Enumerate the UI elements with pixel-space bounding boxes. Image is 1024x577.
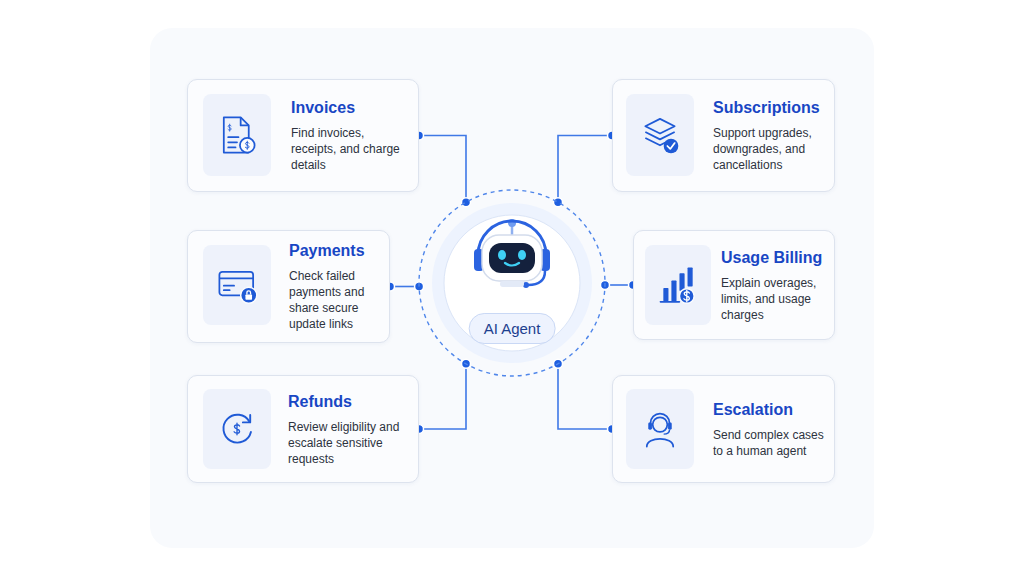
icon-glyph [645,119,678,153]
box-description: Find invoices, receipts, and charge deta… [291,125,413,173]
hub-graphic [414,185,610,381]
text-column: InvoicesFind invoices, receipts, and cha… [291,80,413,191]
connector-line [558,136,612,203]
glow-ring [432,203,592,363]
connector-dot [462,198,471,207]
agent-label: AI Agent [469,313,556,344]
text-column: SubscriptionsSupport upgrades, downgrade… [713,80,829,191]
connector-line [558,364,612,429]
icon-glyph [223,415,250,443]
icon-tile [645,245,711,325]
icon-tile [626,94,694,176]
icon-tile [626,389,694,469]
box-description: Support upgrades, downgrades, and cancel… [713,125,829,173]
box-heading: Subscriptions [713,98,829,117]
category-box: Usage BillingExplain overages, limits, a… [633,230,835,340]
inner-circle [444,215,580,351]
box-description: Check failed payments and share secure u… [289,268,384,332]
box-description: Explain overages, limits, and usage char… [721,275,829,323]
category-box: EscalationSend complex cases to a human … [612,375,835,483]
text-column: PaymentsCheck failed payments and share … [289,231,384,342]
icon-background [203,245,271,325]
text-column: RefundsReview eligibility and escalate s… [288,376,413,482]
icon-glyph [660,267,694,303]
icon-glyph [224,117,255,152]
icon-tile [203,94,271,176]
box-heading: Refunds [288,392,413,411]
icon-background [626,94,694,176]
dashed-ring [419,190,605,376]
icon-background [645,245,711,325]
icon-glyph [647,414,673,447]
category-box: InvoicesFind invoices, receipts, and cha… [187,79,419,192]
box-heading: Usage Billing [721,248,829,267]
category-box: SubscriptionsSupport upgrades, downgrade… [612,79,835,192]
box-heading: Payments [289,241,384,260]
box-heading: Escalation [713,400,829,419]
agent-hub: AI Agent [414,185,610,381]
robot-illustration [474,219,550,288]
background-panel [150,28,874,548]
box-heading: Invoices [291,98,413,117]
text-column: Usage BillingExplain overages, limits, a… [721,231,829,339]
box-description: Review eligibility and escalate sensitiv… [288,419,413,467]
connector-dot [554,198,563,207]
icon-tile [203,389,271,469]
connector-line [419,364,466,429]
icon-background [203,389,271,469]
connector-line [419,136,466,203]
text-column: EscalationSend complex cases to a human … [713,376,829,482]
icon-tile [203,245,271,325]
icon-background [626,389,694,469]
icon-glyph [219,272,256,304]
box-description: Send complex cases to a human agent [713,427,829,459]
category-box: PaymentsCheck failed payments and share … [187,230,390,343]
icon-background [203,94,271,176]
category-box: RefundsReview eligibility and escalate s… [187,375,419,483]
